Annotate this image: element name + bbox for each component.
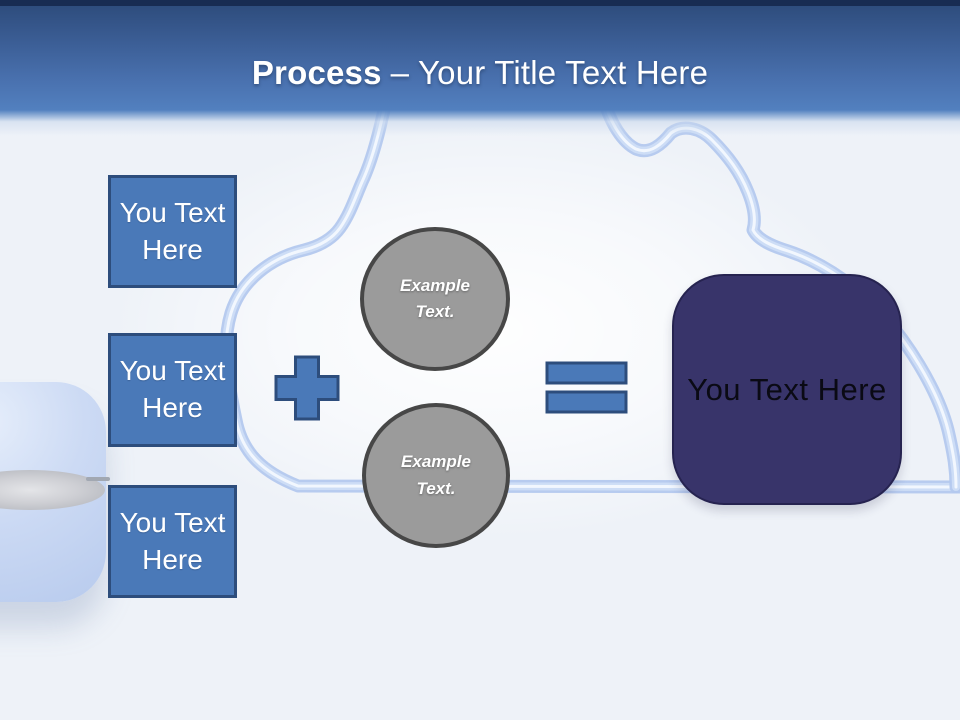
title-bar: Process– Your Title Text Here [0, 0, 960, 110]
input-box-3-label: You Text Here [119, 506, 226, 575]
header-top-strip [0, 0, 960, 6]
equals-icon [545, 361, 628, 414]
input-box-2-label: You Text Here [119, 355, 226, 423]
computer-mouse-graphic [0, 0, 200, 720]
example-circle-1-label: Example Text. [400, 275, 470, 321]
plus-icon [274, 355, 340, 421]
input-box-3[interactable]: You Text Here [108, 485, 237, 598]
slide-title-rest: – Your Title Text Here [390, 54, 709, 91]
example-circle-1[interactable]: Example Text. [360, 227, 510, 371]
input-box-1-label: You Text Here [119, 196, 226, 265]
example-circle-2-label: Example Text. [401, 452, 471, 498]
input-box-1[interactable]: You Text Here [108, 175, 237, 288]
example-circle-2[interactable]: Example Text. [362, 403, 510, 548]
result-box-label: You Text Here [687, 371, 887, 407]
mouse-cable-line [86, 477, 110, 481]
result-box[interactable]: You Text Here [672, 274, 902, 505]
slide-title: Process– Your Title Text Here [0, 54, 960, 92]
input-box-2[interactable]: You Text Here [108, 333, 237, 447]
slide-title-bold: Process [251, 54, 382, 91]
